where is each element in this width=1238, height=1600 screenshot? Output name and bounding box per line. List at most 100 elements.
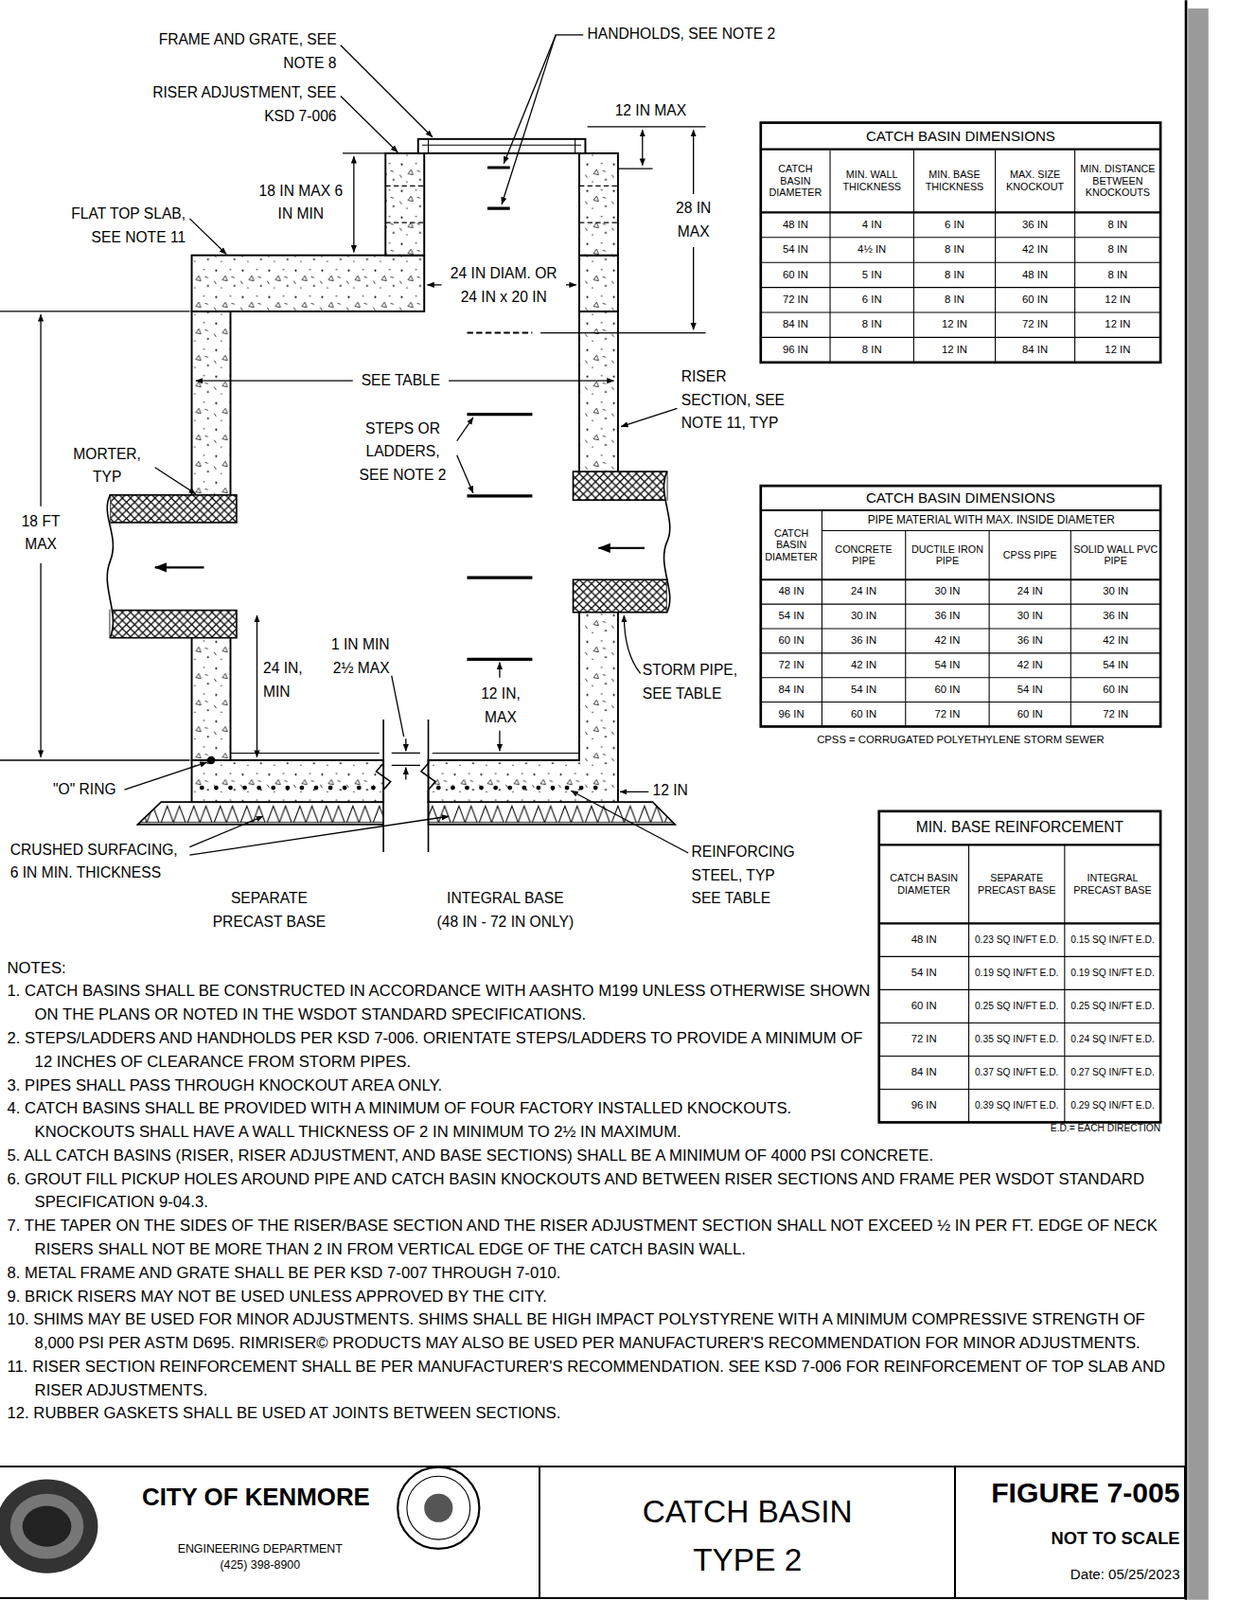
note-text: 7. THE TAPER ON THE SIDES OF THE RISER/B… [7,1214,1183,1262]
table-grid [760,485,1161,726]
table-cell: 72 IN [760,286,831,312]
table-cell: 48 IN [879,922,970,956]
callout-label: CRUSHED SURFACING, 6 IN MIN. THICKNESS [10,838,186,886]
leader-lines [123,761,207,790]
note-text: 2. STEPS/LADDERS AND HANDHOLDS PER KSD 7… [7,1026,877,1075]
table-cell: 72 IN [1070,701,1161,726]
table-title: MIN. BASE REINFORCEMENT [879,811,1161,846]
table-cell: 0.39 SQ IN/FT E.D. [969,1088,1065,1122]
table-cell: 12 IN [1075,336,1162,362]
table-grid [760,510,1161,580]
storm-pipe [106,471,670,638]
dimension-lines [619,791,649,793]
steps-and-handholds [466,167,532,659]
city-seal [10,1493,85,1559]
table-grid [879,844,1161,1122]
concrete-structure [192,760,385,802]
table-cell: 72 IN [905,701,990,726]
concrete-structure [579,255,619,312]
table-cell: 42 IN [821,653,905,678]
dimension-lines [405,767,407,780]
dimension-lines [39,314,41,507]
callout-label: RISER ADJUSTMENT, SEE KSD 7-006 [142,81,337,129]
flow-arrow [155,565,205,568]
callout-label: "O" RING [53,778,121,802]
table-cell: 8 IN [830,312,914,337]
dimension-label: 12 IN [653,778,699,803]
table-cell: 54 IN [821,676,905,702]
dimension-lines [39,563,41,758]
note-text: 8. METAL FRAME AND GRATE SHALL BE PER KS… [7,1261,1183,1286]
table-cell: 12 IN [913,312,995,337]
table-cell: 24 IN [989,579,1071,604]
crushed-surfacing [137,801,675,825]
table-header: MAX. SIZE KNOCKOUT [995,148,1076,213]
callout-label: HANDHOLDS, SEE NOTE 2 [587,22,833,47]
frame-and-grate [422,139,582,154]
reinforcing-steel [438,785,610,791]
table-header: CPSS PIPE [989,530,1071,580]
frame-and-grate [418,139,586,154]
dimension-lines [342,152,386,154]
crushed-surfacing [137,801,384,825]
table-grid [760,149,1161,363]
table-header: CONCRETE PIPE [821,530,905,580]
agency-name: CITY OF KENMORE [122,1481,390,1512]
table-cell: 60 IN [760,262,831,287]
table-title: CATCH BASIN DIMENSIONS [760,485,1161,511]
storm-pipe [109,610,237,638]
table-grid [760,123,1161,363]
table-cell: 4 IN [830,212,914,237]
callout-label: FRAME AND GRATE, SEE NOTE 8 [153,28,337,76]
page-frame [1185,0,1209,1599]
note-text: 9. BRICK RISERS MAY NOT BE USED UNLESS A… [7,1285,1183,1309]
leader-lines [340,96,398,153]
crushed-surfacing [428,801,676,825]
leader-lines [123,35,689,855]
table-cell: 36 IN [995,212,1076,237]
table-cell: 30 IN [905,579,990,604]
flow-arrow [598,547,644,549]
table-cell: 48 IN [760,579,823,604]
break-lines [376,719,391,852]
table-cell: 36 IN [1070,603,1161,629]
leader-lines [570,790,689,853]
callout-label: MORTER, TYP [61,442,154,491]
break-lines [421,719,436,852]
leader-lines [189,218,227,255]
table-header: MIN. BASE THICKNESS [913,148,995,213]
table-cell: 48 IN [760,212,831,237]
table-cell: 36 IN [989,628,1071,654]
table-cell: 0.35 SQ IN/FT E.D. [969,1022,1065,1056]
drawing-date: Date: 05/25/2023 [959,1563,1181,1585]
table-cell: 0.37 SQ IN/FT E.D. [969,1055,1065,1089]
o-ring [207,756,216,765]
dimension-lines [0,311,190,761]
table-grid [879,844,1161,923]
notes-block: NOTES:1. CATCH BASINS SHALL BE CONSTRUCT… [7,956,1183,1427]
table-cell: 0.15 SQ IN/FT E.D. [1064,922,1161,956]
table-cell: 0.19 SQ IN/FT E.D. [1064,955,1161,990]
table-cell: 42 IN [905,628,990,654]
flow-arrow [155,548,645,567]
table-cell: 8 IN [913,262,995,287]
table-cell: 36 IN [821,628,905,654]
table-cell: 96 IN [879,1088,970,1122]
callout-label: FLAT TOP SLAB, SEE NOTE 11 [40,202,186,250]
frame-and-grate [418,139,586,154]
table-header: MIN. DISTANCE BETWEEN KNOCKOUTS [1075,148,1162,213]
table-cell: 30 IN [821,603,905,629]
table-cell: 60 IN [989,701,1071,726]
table-cell: 72 IN [879,1022,970,1056]
table-cell: 54 IN [1070,653,1161,678]
storm-pipe [573,499,668,580]
table-grid [879,811,1161,1123]
table-cell: 0.19 SQ IN/FT E.D. [969,955,1065,990]
table-cell: 60 IN [760,628,823,654]
table-cell: 60 IN [905,676,990,702]
table-cell: 30 IN [1070,579,1161,604]
table-cell: 0.25 SQ IN/FT E.D. [1064,989,1161,1023]
table-cell: 8 IN [1075,212,1162,237]
view-title: INTEGRAL BASE (48 IN - 72 IN ONLY) [435,886,576,935]
view-title: SEPARATE PRECAST BASE [197,886,341,935]
